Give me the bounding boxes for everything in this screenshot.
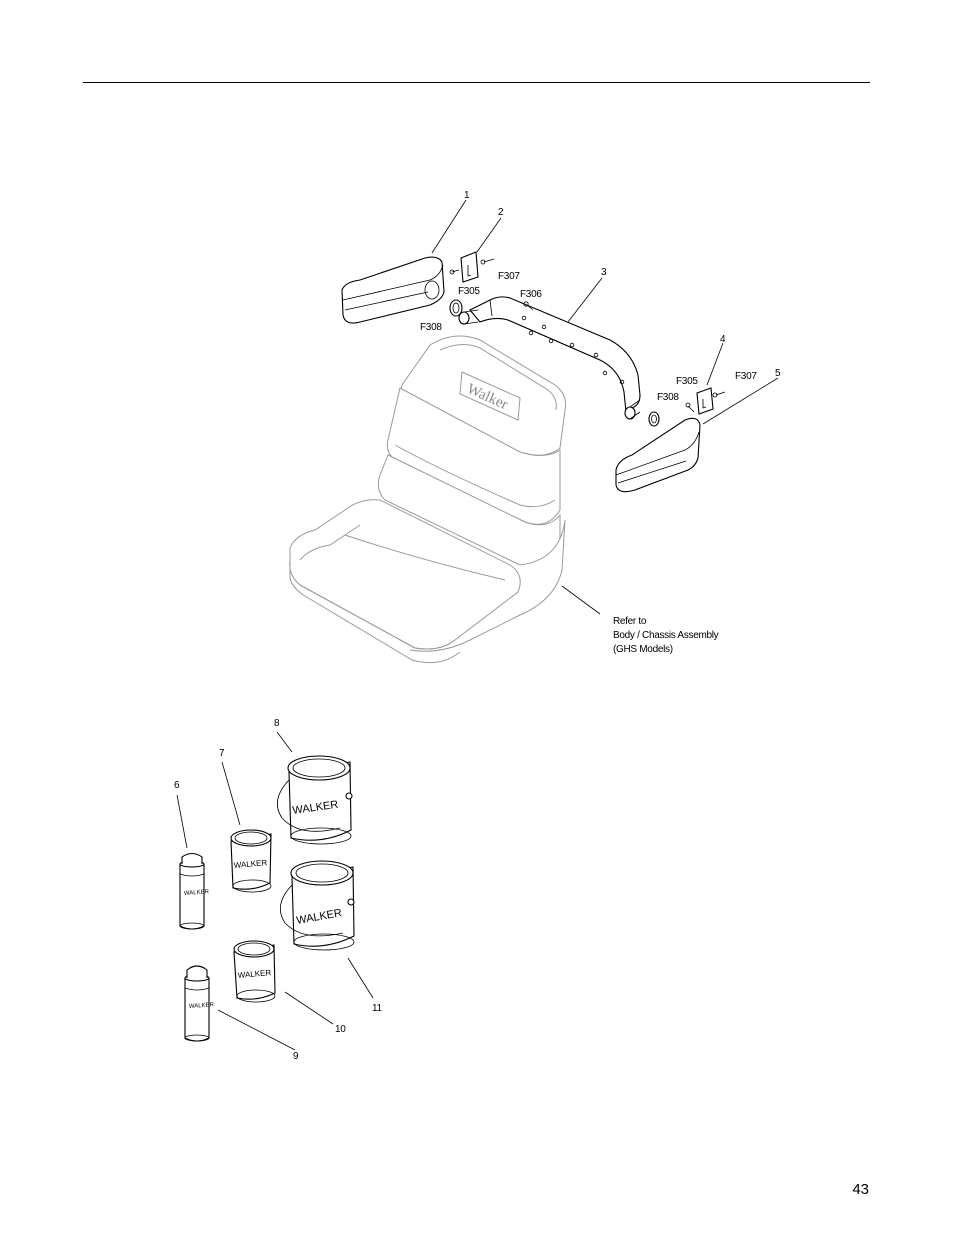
callout-f307-left: F307 [498,271,520,282]
seat-illustration: Walker [289,335,566,664]
callout-7: 7 [219,748,225,759]
washer-right [648,411,660,427]
callout-9: 9 [293,1051,299,1062]
screw-f307-right [712,391,726,398]
callout-f306: F306 [520,289,542,300]
note-line-2: Body / Chassis Assembly [613,630,719,641]
quart-can-10: WALKER [233,940,276,1003]
quart-can-label-7: WALKER [233,858,267,870]
gallon-can-8: WALKER [276,755,353,845]
callout-f305-right: F305 [676,376,698,387]
callout-f307-right: F307 [735,371,757,382]
spray-can-label-9: WALKER [189,1002,215,1010]
callout-3: 3 [601,267,607,278]
callout-1: 1 [464,190,470,201]
plate-right [696,387,714,415]
spray-can-label-6: WALKER [184,889,210,897]
page-number: 43 [852,1181,869,1198]
callout-6: 6 [174,780,180,791]
leader-lines-bottom [176,731,374,1051]
screw-f305-right [685,402,695,413]
callout-4: 4 [720,334,726,345]
quart-can-7: WALKER [230,829,272,893]
callout-11: 11 [372,1003,383,1014]
armrest-right [615,417,701,493]
armrest-left [341,256,445,324]
plate-left [460,251,479,283]
callout-2: 2 [498,207,504,218]
screw-f307-left [480,258,495,265]
gallon-can-11: WALKER [279,860,355,951]
washer-left [449,299,463,317]
callout-8: 8 [274,718,280,729]
callout-f308-left: F308 [420,322,442,333]
spray-can-6: WALKER [179,852,210,930]
reference-note: Refer to Body / Chassis Assembly (GHS Mo… [613,616,719,655]
armrest-bracket [458,296,641,420]
note-line-3: (GHS Models) [613,644,673,655]
quart-can-label-10: WALKER [237,968,271,980]
callout-f308-right: F308 [657,392,679,403]
callout-5: 5 [775,368,781,379]
spray-can-9: WALKER [184,965,215,1042]
leader-lines-top [431,199,779,615]
note-line-1: Refer to [613,616,647,627]
screw-f305-left [449,269,460,275]
callout-f305-left: F305 [458,286,480,297]
callout-labels: 1 2 3 4 5 F307 F305 F306 F308 F305 F307 … [174,190,781,1062]
screw-f306 [523,301,534,311]
callout-10: 10 [335,1024,346,1035]
header-rule [83,82,870,83]
